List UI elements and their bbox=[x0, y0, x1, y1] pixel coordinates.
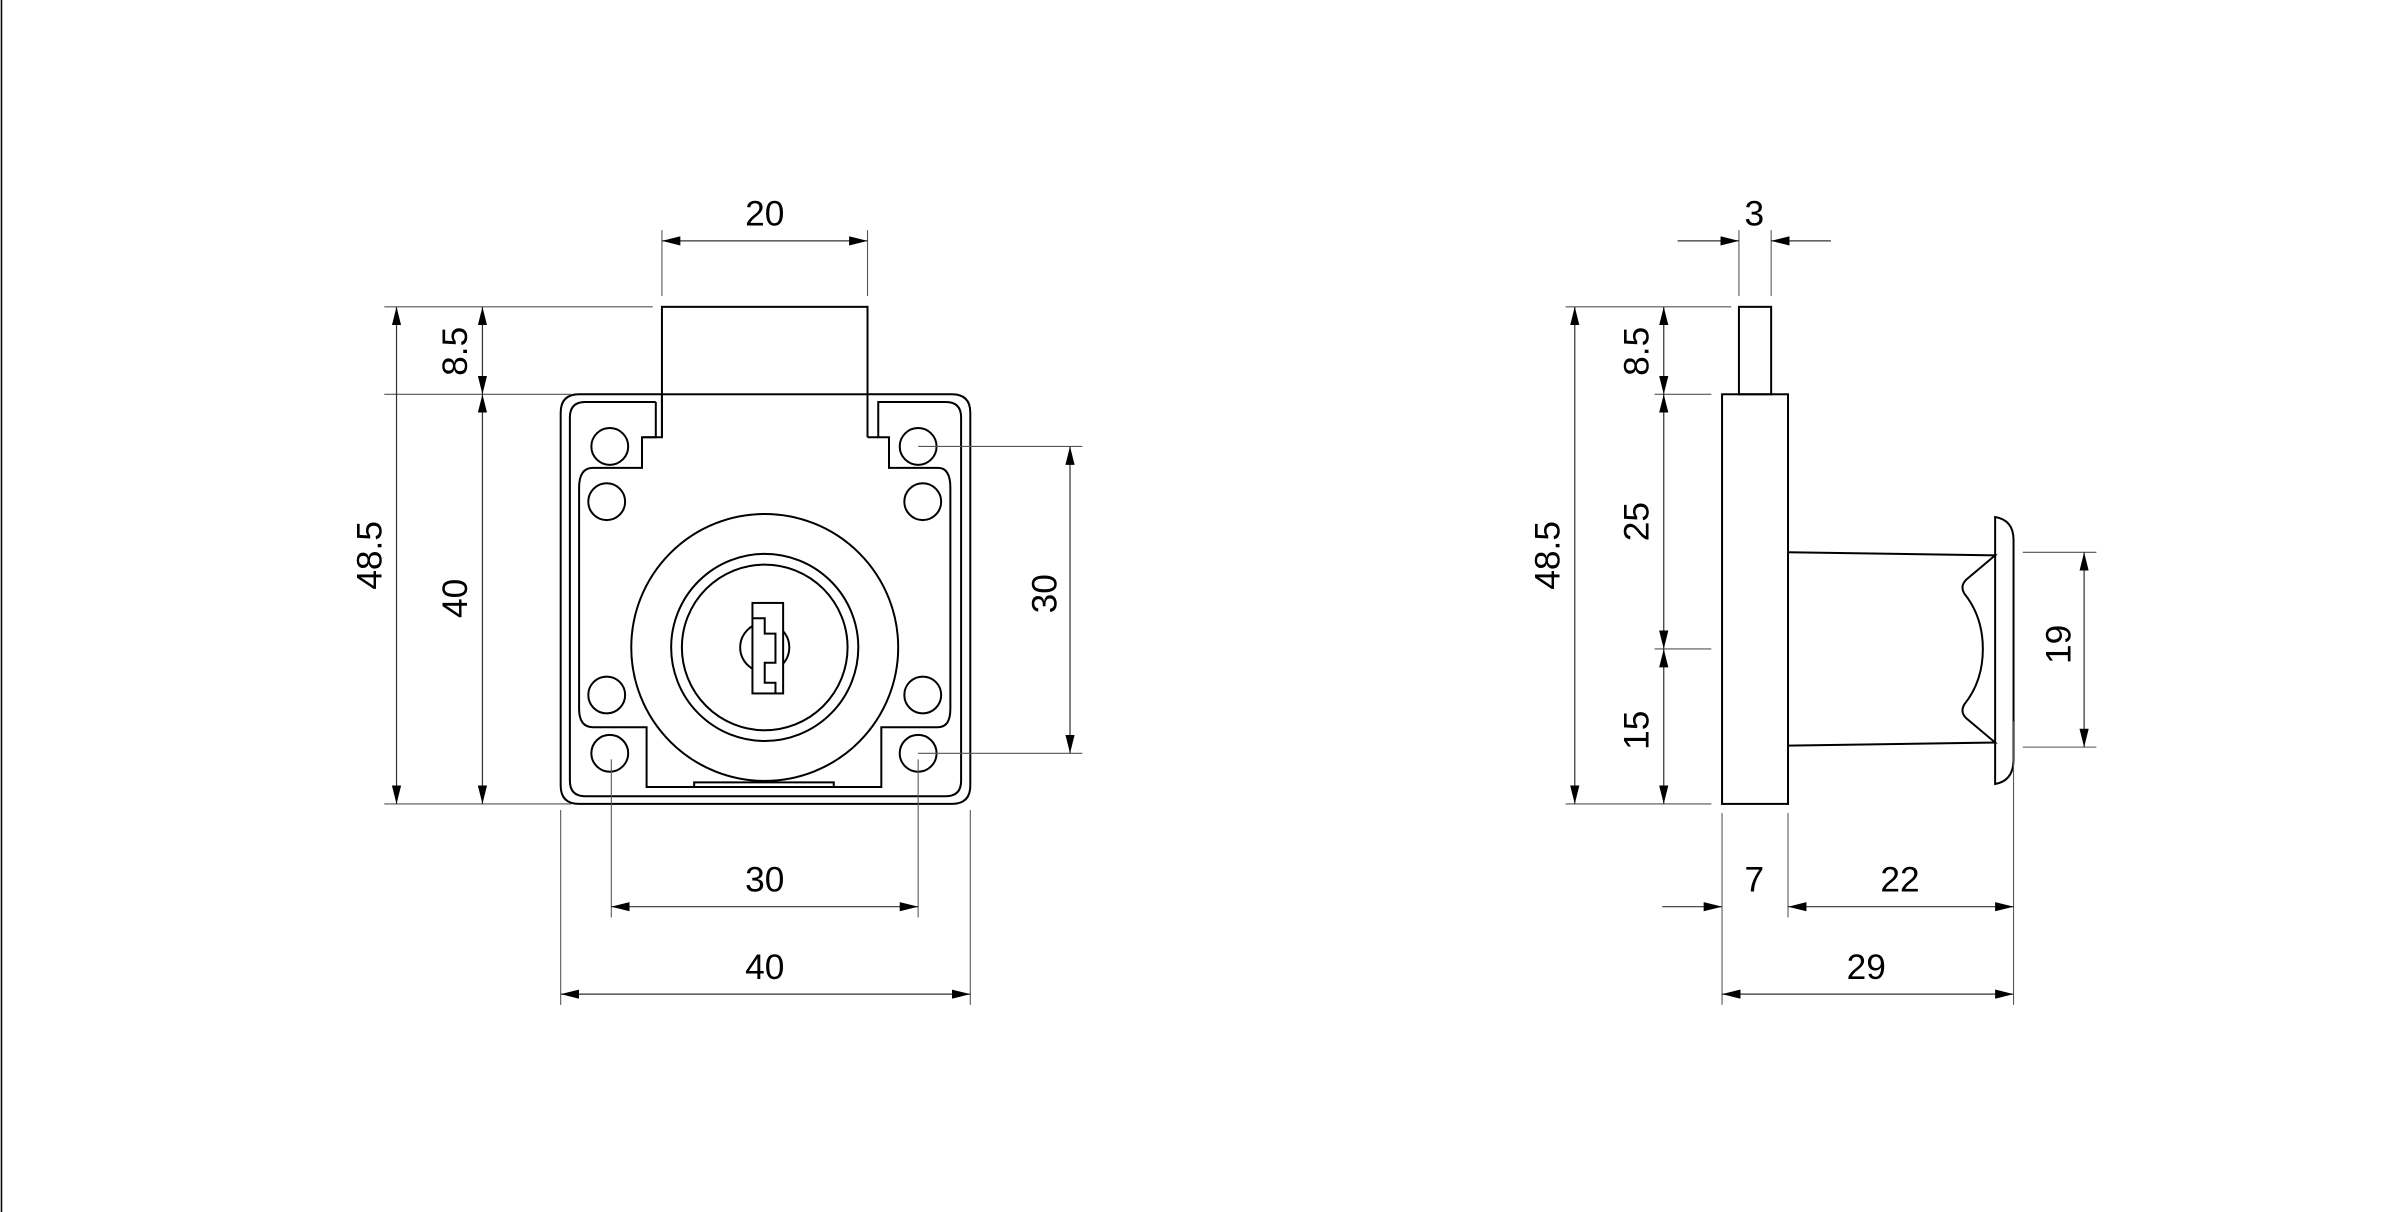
dim-label-knob-diameter: 19 bbox=[2039, 625, 2078, 664]
dim-label-bolt-projection: 8.5 bbox=[436, 327, 475, 376]
mounting-hole bbox=[903, 675, 943, 715]
mounting-hole bbox=[590, 733, 630, 773]
dim-label-hole-spacing-vertical: 30 bbox=[1025, 574, 1064, 613]
knob-side bbox=[1994, 515, 2015, 786]
mounting-hole bbox=[587, 675, 627, 715]
dim-label-total-depth: 29 bbox=[1847, 948, 1886, 987]
dim-label-cylinder-length: 22 bbox=[1880, 860, 1919, 899]
dim-label-bolt-thickness: 3 bbox=[1744, 195, 1764, 234]
keyway-profile bbox=[752, 617, 777, 694]
bolt-front bbox=[660, 305, 869, 396]
cylinder-side bbox=[1788, 551, 1998, 747]
side-view: 3 48.5 8.5 25 15 19 7 22 29 bbox=[1529, 195, 2097, 1005]
dim-label-hole-spacing-horizontal: 30 bbox=[745, 860, 784, 899]
bolt-side bbox=[1737, 305, 1773, 396]
cylinder-ring-inner bbox=[680, 563, 849, 732]
dim-label-total-height-side: 48.5 bbox=[1529, 521, 1568, 590]
mounting-hole bbox=[590, 427, 630, 466]
dim-label-total-height: 48.5 bbox=[350, 521, 389, 590]
body-side bbox=[1721, 393, 1790, 805]
dim-label-body-depth: 7 bbox=[1744, 860, 1764, 899]
keyway bbox=[751, 601, 785, 695]
plate-outer bbox=[559, 393, 972, 805]
mounting-hole bbox=[587, 482, 627, 522]
mounting-hole bbox=[903, 482, 943, 522]
dim-label-plate-width: 40 bbox=[745, 948, 784, 987]
dim-label-axis-to-bottom: 15 bbox=[1618, 711, 1657, 750]
dim-label-bolt-projection-side: 8.5 bbox=[1618, 327, 1657, 376]
dim-label-plate-height: 40 bbox=[436, 579, 475, 618]
cylinder-housing bbox=[630, 512, 900, 782]
dim-label-bolt-width: 20 bbox=[745, 195, 784, 234]
front-view: 20 48.5 8.5 40 30 30 40 bbox=[350, 195, 1083, 1005]
cylinder-ring-outer bbox=[670, 552, 860, 743]
dim-label-upper-to-axis: 25 bbox=[1618, 502, 1657, 541]
plate-inner-edge bbox=[568, 400, 963, 798]
